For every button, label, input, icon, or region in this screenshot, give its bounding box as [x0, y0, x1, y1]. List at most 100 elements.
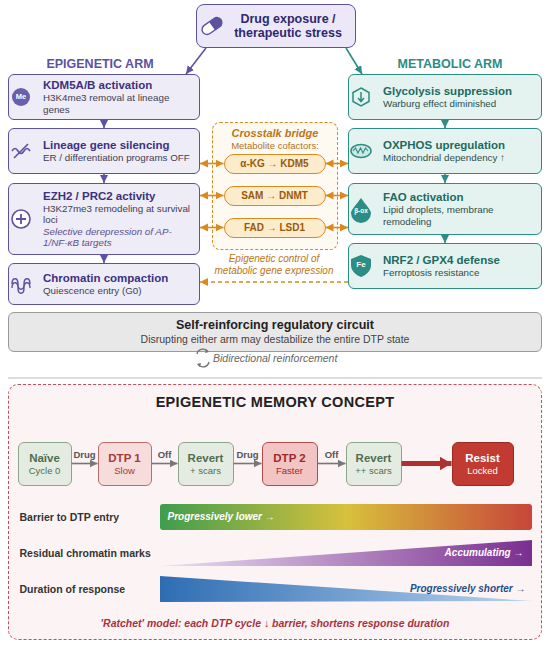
connector-arrow: [200, 163, 224, 165]
node-text: Duration of response: [20, 576, 155, 602]
node-text: Revert: [347, 452, 401, 465]
state-box: ResistLocked: [452, 442, 514, 486]
connector-arrow: [326, 195, 349, 197]
text-label: Me: [12, 92, 30, 101]
connector-arrow: [186, 48, 206, 74]
circuit-band: Self-reinforcing regulatory circuitDisru…: [8, 312, 542, 352]
cristae: [353, 148, 368, 153]
bar-region: Progressively lower →: [160, 504, 532, 530]
epigenetic-box: KDM5A/B activationH3K4me3 removal at lin…: [8, 74, 200, 120]
bar-fill: [160, 504, 532, 530]
node-text: Crosstalk bridge: [213, 127, 337, 140]
node-text: Metabolite cofactors:: [213, 140, 337, 151]
text-label: EPIGENETIC ARM: [20, 57, 180, 71]
prc2-icon: [12, 210, 30, 228]
connector-arrow: [444, 174, 446, 183]
edge-label: Off: [149, 449, 181, 460]
connector-arrow: [200, 227, 224, 229]
node-text: H3K4me3 removal at lineage genes: [43, 92, 194, 115]
text-label: Bidirectional reinforcement: [213, 352, 383, 364]
edge-label: Drug: [232, 449, 264, 460]
connector-arrow: [103, 174, 105, 183]
state-box: Revert+ scars: [178, 442, 234, 486]
node-text: Chromatin compaction: [43, 272, 194, 285]
node-text: Disrupting either arm may destabilize th…: [17, 333, 533, 346]
cofactor-pill: SAM → DNMT: [224, 186, 326, 206]
bar-region: Progressively shorter →: [160, 576, 532, 602]
bar-fill: [160, 576, 532, 602]
epigenetic-box: Chromatin compactionQuiescence entry (G0…: [8, 263, 200, 305]
state-box: DTP 1Slow: [98, 442, 152, 486]
epigenetic-box: Lineage gene silencingER / differentiati…: [8, 128, 200, 174]
node-text: Selective derepression of AP-1/NF-κB tar…: [43, 226, 194, 249]
node-text: FAO activation: [383, 191, 536, 204]
node-text: ER / differentiation programs OFF: [43, 152, 194, 164]
node-text: Ferroptosis resistance: [383, 267, 536, 279]
state-box: Revert++ scars: [346, 442, 402, 486]
node-text: Mitochondrial dependency ↑: [383, 152, 536, 164]
state-box: DTP 2Faster: [262, 442, 318, 486]
connector-arrow: [402, 461, 452, 466]
node-text: DTP 1: [99, 452, 151, 465]
node-text: Resist: [453, 452, 513, 465]
text-label: METABOLIC ARM: [370, 57, 530, 71]
connector-arrow: [200, 195, 224, 197]
mito-outline: [351, 145, 371, 158]
text-label: Fe: [352, 260, 370, 269]
node-text: EZH2 / PRC2 activity: [43, 190, 194, 203]
connector-arrow: [444, 120, 446, 128]
node-text: OXPHOS upregulation: [383, 139, 536, 152]
node-text: Naïve: [19, 452, 71, 465]
trend-bar: Residual chromatin marks Accumulating →: [20, 540, 532, 566]
connector-arrow: [234, 463, 262, 465]
node-text: Quiescence entry (G0): [43, 285, 194, 297]
cofactor-pill: α-KG → KDM5: [224, 154, 326, 174]
node-text: + scars: [179, 465, 233, 476]
node-text: Revert: [179, 452, 233, 465]
connector-arrow: [103, 255, 105, 263]
trend-bar: Barrier to DTP entryProgressively lower …: [20, 504, 532, 530]
node-text: α-KG → KDM5: [240, 158, 308, 169]
node-text: Accumulating →: [445, 540, 524, 566]
node-text: Faster: [263, 465, 317, 476]
node-text: Warburg effect diminished: [383, 98, 536, 110]
mitochondrion-icon: [351, 145, 371, 158]
epigenetic-box: EZH2 / PRC2 activityH3K27me3 remodeling …: [8, 183, 200, 255]
node-text: Locked: [453, 465, 513, 476]
connector-arrow: [326, 227, 349, 229]
memory-panel: EPIGENETIC MEMORY CONCEPT 'Ratchet' model…: [8, 384, 542, 640]
node-text: 'Ratchet' model: each DTP cycle ↓ barrie…: [9, 617, 541, 629]
node-text: EPIGENETIC MEMORY CONCEPT: [9, 394, 541, 410]
metabolic-box: OXPHOS upregulationMitochondrial depende…: [348, 128, 542, 174]
section-rule: [8, 378, 542, 379]
node-text: Slow: [99, 465, 151, 476]
connector-arrow: [103, 120, 105, 128]
node-text: FAD → LSD1: [244, 222, 305, 233]
node-text: Residual chromatin marks: [20, 540, 155, 566]
node-text: Progressively shorter →: [410, 576, 526, 602]
plus-mark: [16, 214, 26, 224]
metabolic-box: NRF2 / GPX4 defenseFerroptosis resistanc…: [348, 243, 542, 289]
bar-region: Accumulating →: [160, 540, 532, 566]
metabolic-box: Glycolysis suppressionWarburg effect dim…: [348, 74, 542, 120]
node-text: ++ scars: [347, 465, 401, 476]
node-text: Lineage gene silencing: [43, 139, 194, 152]
text-label: β-ox: [349, 207, 373, 214]
connector-arrow: [152, 463, 178, 465]
crosstalk-bridge: Crosstalk bridgeMetabolite cofactors: α-K…: [212, 122, 338, 250]
node-text: SAM → DNMT: [241, 190, 308, 201]
connector-arrow: [444, 235, 446, 243]
node-text: Progressively lower →: [168, 504, 275, 530]
node-text: Drug exposure / therapeutic stress: [227, 12, 349, 40]
node-text: Self-reinforcing regulatory circuit: [17, 318, 533, 333]
connector-arrow: [200, 281, 348, 283]
state-box: NaïveCycle 0: [18, 442, 72, 486]
node-text: NRF2 / GPX4 defense: [383, 254, 536, 267]
bar-fill: [160, 540, 532, 566]
edge-label: Off: [316, 449, 348, 460]
node-text: H3K27me3 remodeling at survival loci: [43, 203, 194, 226]
